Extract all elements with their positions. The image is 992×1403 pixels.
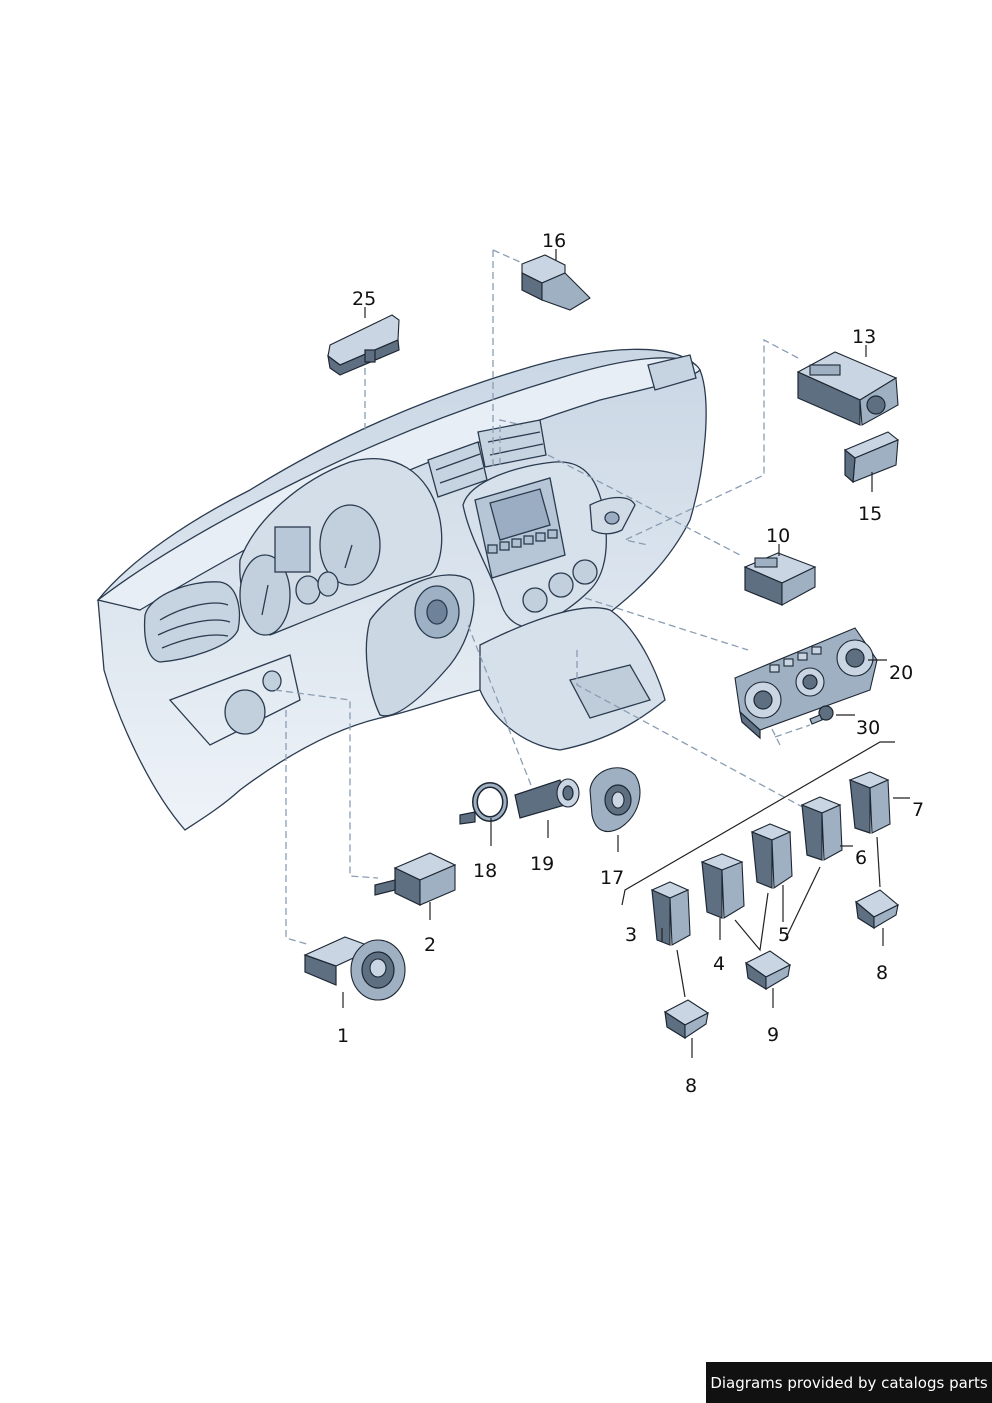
part-2-rotary-switch[interactable] bbox=[374, 852, 457, 906]
part-16-switch-module[interactable] bbox=[521, 254, 591, 311]
callout-leaders bbox=[342, 249, 910, 1058]
dashboard-illustration bbox=[96, 348, 707, 831]
footer-credit: Diagrams provided by catalogs parts bbox=[706, 1362, 992, 1403]
part-7-button[interactable] bbox=[848, 771, 891, 834]
part-6-button[interactable] bbox=[800, 796, 843, 861]
callout-18: 18 bbox=[473, 860, 497, 882]
callout-9: 9 bbox=[767, 1024, 779, 1046]
callout-1: 1 bbox=[337, 1025, 349, 1047]
callout-6: 6 bbox=[855, 847, 867, 869]
callout-3: 3 bbox=[625, 924, 637, 946]
part-17-ignition-trim[interactable] bbox=[589, 767, 641, 833]
callout-19: 19 bbox=[530, 853, 554, 875]
part-8-blank-cap-left[interactable] bbox=[663, 999, 710, 1040]
callout-10: 10 bbox=[766, 525, 790, 547]
part-4-button[interactable] bbox=[700, 853, 745, 919]
part-19-ignition-lock[interactable] bbox=[514, 778, 580, 819]
assembly-leader-lines bbox=[274, 249, 811, 946]
part-9-blank-cap[interactable] bbox=[744, 950, 792, 991]
part-8-blank-cap-right[interactable] bbox=[855, 889, 899, 930]
callout-15: 15 bbox=[858, 503, 882, 525]
part-20-climate-control[interactable] bbox=[734, 627, 878, 740]
callout-16: 16 bbox=[542, 230, 566, 252]
part-15-blank-cover[interactable] bbox=[843, 431, 900, 484]
callout-25: 25 bbox=[352, 288, 376, 310]
callout-30: 30 bbox=[856, 717, 880, 739]
callout-17: 17 bbox=[600, 867, 624, 889]
callout-2: 2 bbox=[424, 934, 436, 956]
callout-8-right: 8 bbox=[876, 962, 888, 984]
part-5-button[interactable] bbox=[750, 823, 793, 890]
callout-7: 7 bbox=[912, 799, 924, 821]
part-10-switch[interactable] bbox=[743, 552, 817, 606]
part-1-light-switch[interactable] bbox=[303, 936, 406, 1001]
part-25-trim-cover[interactable] bbox=[327, 314, 400, 376]
part-13-switch-housing[interactable] bbox=[796, 351, 899, 426]
part-30-screw[interactable] bbox=[809, 705, 834, 725]
callout-numbers: 25 16 13 15 10 20 30 18 19 17 2 1 3 4 5 … bbox=[337, 230, 924, 1097]
footer-credit-text: Diagrams provided by catalogs parts bbox=[710, 1373, 988, 1392]
callout-8-left: 8 bbox=[685, 1075, 697, 1097]
callout-13: 13 bbox=[852, 326, 876, 348]
callout-20: 20 bbox=[889, 662, 913, 684]
callout-5: 5 bbox=[778, 924, 790, 946]
part-18-ring[interactable] bbox=[459, 782, 508, 825]
callout-4: 4 bbox=[713, 953, 725, 975]
part-3-button[interactable] bbox=[650, 881, 691, 946]
